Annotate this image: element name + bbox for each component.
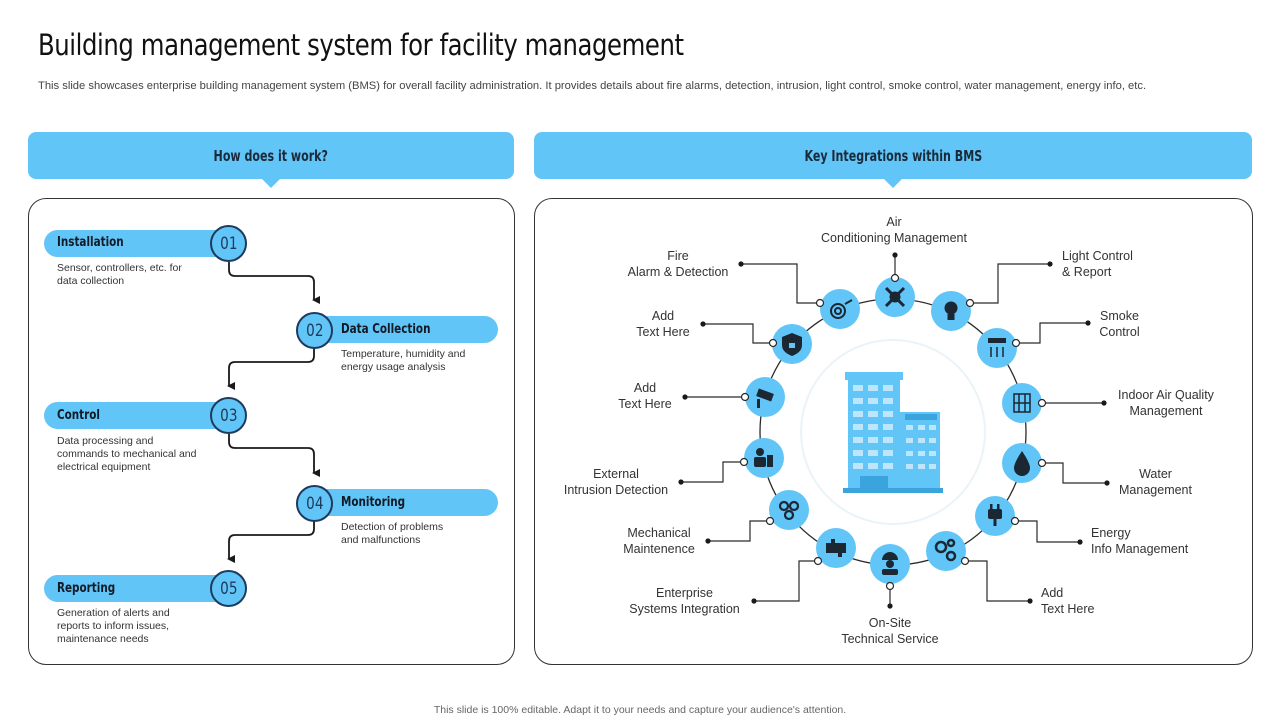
step-number-04: 04 (296, 485, 333, 522)
step-desc-reporting: Generation of alerts and reports to info… (57, 607, 170, 645)
step-bar-monitoring (306, 489, 498, 516)
key-integrations-title: Key Integrations within BMS (804, 146, 982, 165)
key-integrations-header: Key Integrations within BMS (534, 132, 1252, 188)
footer-note: This slide is 100% editable. Adapt it to… (433, 704, 847, 716)
step-desc-installation: Sensor, controllers, etc. for data colle… (57, 262, 182, 287)
step-label-installation: Installation (57, 235, 124, 250)
step-label-monitoring: Monitoring (341, 495, 406, 510)
step-bar-installation (44, 230, 234, 257)
page-subtitle: This slide showcases enterprise building… (38, 80, 1147, 92)
step-bar-data-collection (306, 316, 498, 343)
how-it-works-title: How does it work? (213, 146, 329, 165)
step-number-01: 01 (210, 225, 247, 262)
step-label-reporting: Reporting (57, 581, 116, 596)
step-desc-control: Data processing and commands to mechanic… (57, 435, 197, 473)
step-desc-data-collection: Temperature, humidity and energy usage a… (341, 348, 466, 373)
page-title: Building management system for facility … (38, 28, 684, 62)
step-number-02: 02 (296, 312, 333, 349)
step-desc-monitoring: Detection of problems and malfunctions (341, 521, 444, 546)
label-light-control: Light Control& Report (1062, 249, 1133, 279)
step-label-data-collection: Data Collection (341, 322, 431, 337)
step-number-03: 03 (210, 397, 247, 434)
step-bar-control (44, 402, 234, 429)
step-number-05: 05 (210, 570, 247, 607)
step-label-control: Control (57, 408, 100, 423)
step-bar-reporting (44, 575, 234, 602)
how-it-works-header: How does it work? (28, 132, 514, 188)
